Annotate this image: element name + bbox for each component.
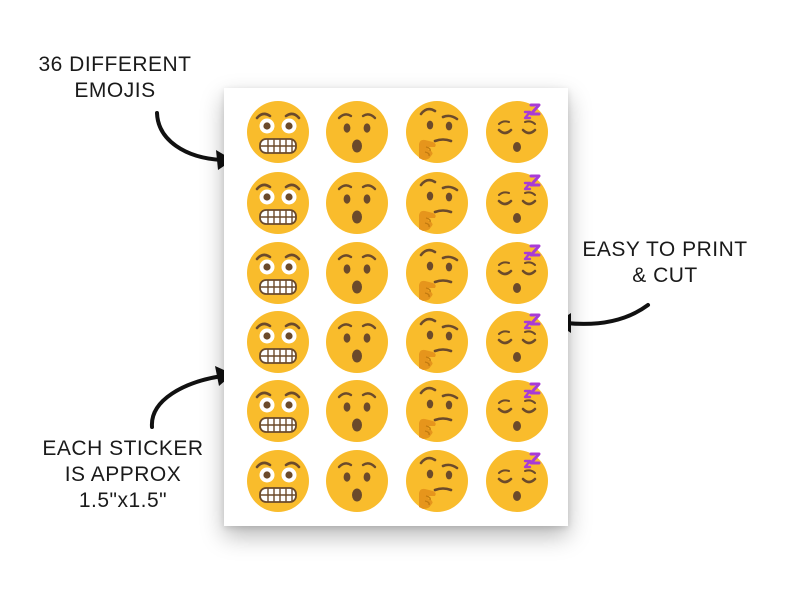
- callout-line: 1.5"x1.5": [78, 489, 168, 512]
- sleeping-face-icon: [485, 449, 549, 513]
- thinking-face-icon: [405, 241, 469, 305]
- callout-line: IS APPROX: [64, 463, 182, 486]
- hushed-face-icon: [325, 449, 389, 513]
- grimacing-face-icon: [246, 100, 310, 164]
- sleeping-face-icon: [485, 310, 549, 374]
- thinking-face-icon: [405, 449, 469, 513]
- callout-line: EMOJIS: [74, 79, 156, 102]
- grimacing-face-icon: [246, 449, 310, 513]
- sleeping-face-icon: [485, 100, 549, 164]
- callout-sticker-size: EACH STICKER IS APPROX 1.5"x1.5": [18, 436, 228, 514]
- sticker-sheet: [224, 88, 568, 526]
- sleeping-face-icon: [485, 379, 549, 443]
- arrow-to-sheet-top: [155, 111, 224, 162]
- grimacing-face-icon: [246, 310, 310, 374]
- thinking-face-icon: [405, 379, 469, 443]
- grimacing-face-icon: [246, 171, 310, 235]
- hushed-face-icon: [325, 171, 389, 235]
- callout-36-different-emojis: 36 DIFFERENT EMOJIS: [10, 52, 220, 104]
- thinking-face-icon: [405, 310, 469, 374]
- grimacing-face-icon: [246, 241, 310, 305]
- hushed-face-icon: [325, 241, 389, 305]
- callout-line: & CUT: [632, 264, 698, 287]
- hushed-face-icon: [325, 379, 389, 443]
- hushed-face-icon: [325, 310, 389, 374]
- callout-line: 36 DIFFERENT: [38, 53, 192, 76]
- sleeping-face-icon: [485, 171, 549, 235]
- callout-line: EACH STICKER: [42, 437, 204, 460]
- hushed-face-icon: [325, 100, 389, 164]
- grimacing-face-icon: [246, 379, 310, 443]
- thinking-face-icon: [405, 100, 469, 164]
- sleeping-face-icon: [485, 241, 549, 305]
- arrow-to-sheet-left: [149, 374, 224, 429]
- thinking-face-icon: [405, 171, 469, 235]
- arrow-to-sheet-right: [564, 303, 650, 326]
- callout-easy-to-print: EASY TO PRINT & CUT: [555, 237, 775, 289]
- callout-line: EASY TO PRINT: [582, 238, 748, 261]
